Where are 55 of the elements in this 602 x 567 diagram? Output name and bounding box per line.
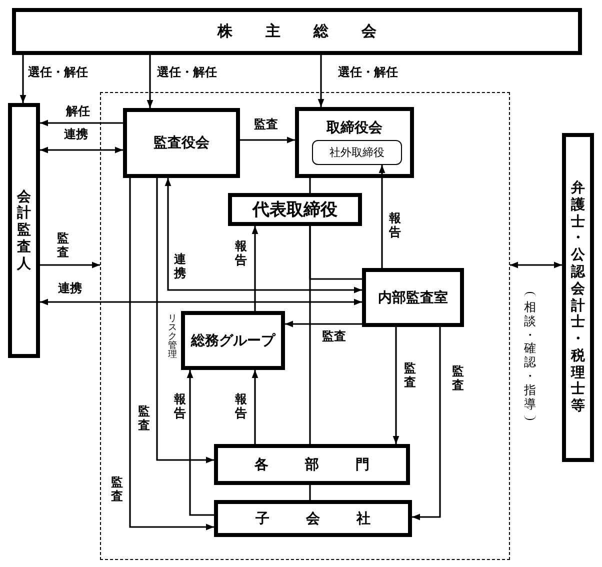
arrow	[40, 298, 362, 306]
arrow	[252, 226, 258, 311]
arrow	[318, 55, 324, 107]
arrow	[510, 262, 562, 268]
edge-label: 選任・解任	[338, 66, 398, 80]
process-box: 内部監査室	[362, 268, 464, 327]
sub-box: 社外取締役	[312, 140, 402, 165]
arrow	[285, 320, 362, 328]
title-text: 総務グループ	[191, 332, 275, 350]
arrow	[164, 178, 362, 294]
boundary-box	[100, 92, 510, 560]
arrow	[156, 178, 214, 464]
process-box: 各部門	[214, 444, 410, 485]
side-note: リスク管理	[168, 315, 177, 360]
arrow	[40, 120, 123, 126]
edge-label: 監査	[57, 232, 69, 260]
arrow	[240, 136, 295, 144]
edge-label: 相談・確認・指導	[524, 292, 536, 420]
edge-label: 報告	[235, 240, 247, 268]
arrow	[40, 146, 123, 154]
edge-label: 監査	[254, 118, 278, 132]
edge-label: 監査	[452, 365, 464, 393]
arrow	[186, 370, 214, 516]
edge-label: 連携	[58, 282, 82, 296]
title-text: 取締役会	[326, 119, 382, 137]
arrow	[252, 370, 258, 444]
edge-label: 監査	[111, 476, 123, 504]
process-box: 監査役会	[123, 108, 240, 178]
edge-label: 連携	[174, 253, 186, 281]
arrow	[412, 327, 441, 520]
arrow	[378, 165, 386, 268]
edge-label: 報告	[389, 212, 401, 240]
edge-label: 報告	[174, 393, 186, 421]
process-box: 会計監査人	[8, 103, 40, 358]
edge-label: 報告	[235, 393, 247, 421]
connector-line	[309, 178, 311, 193]
process-box	[295, 107, 414, 178]
arrow	[392, 327, 400, 444]
arrow	[129, 178, 214, 530]
arrow	[146, 55, 154, 108]
connector-line	[309, 485, 311, 500]
edge-label: 選任・解任	[28, 66, 88, 80]
edge-label: 監査	[322, 330, 346, 344]
process-box: 代表取締役	[228, 193, 362, 226]
edge-label: 選任・解任	[157, 66, 217, 80]
arrow	[40, 262, 100, 268]
header-box: 株主総会	[12, 8, 582, 55]
connector-line	[309, 226, 311, 444]
edge-label: 連携	[64, 128, 88, 142]
arrow	[20, 55, 26, 103]
edge-label: 監査	[404, 362, 416, 390]
process-box: 弁護士・公認会計士・税理士等	[562, 133, 594, 462]
process-box: 子会社	[214, 500, 412, 537]
edge-label: 監査	[138, 405, 150, 433]
edge-label: 解任	[66, 105, 90, 118]
